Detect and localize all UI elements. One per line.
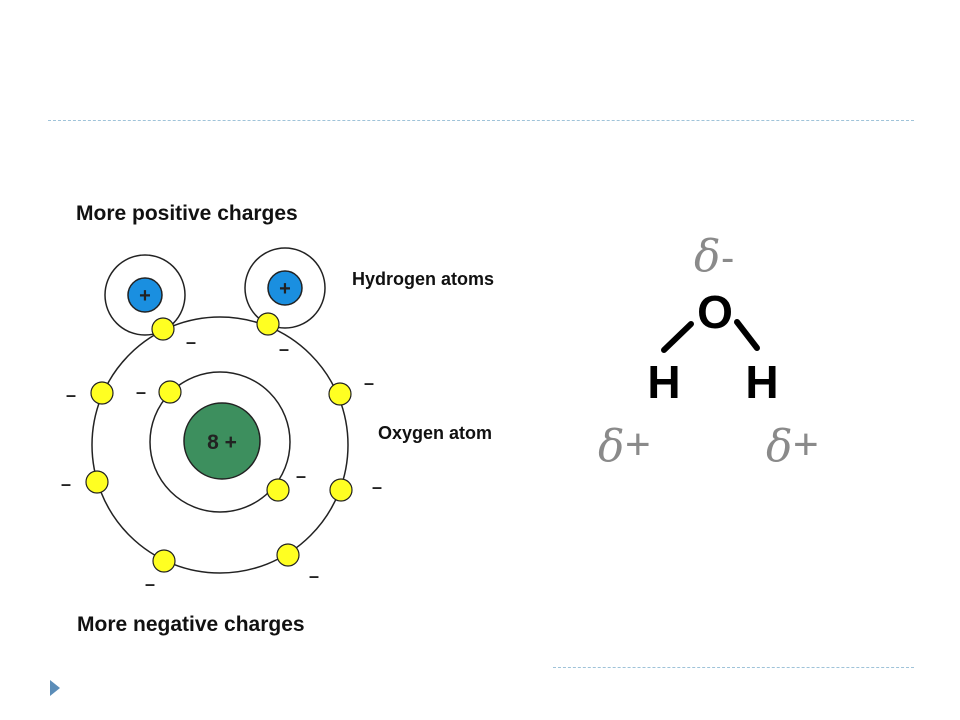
electron-charge: – (186, 332, 196, 352)
electron-charge: – (372, 477, 382, 497)
hydrogen-nucleus (127, 277, 163, 313)
top-divider (48, 120, 914, 121)
hydrogen-atom-left: + (104, 254, 186, 336)
electron (85, 470, 109, 494)
label-more-negative: More negative charges (77, 613, 305, 636)
delta-sign: - (721, 236, 734, 280)
electron (90, 381, 114, 405)
partial-positive-left: δ + (598, 420, 651, 472)
hydrogen-nucleus (267, 270, 303, 306)
electron (328, 382, 352, 406)
electron (151, 317, 175, 341)
electron-charge: – (145, 574, 155, 594)
bullet-arrow-icon (50, 680, 60, 696)
electron-charge: – (296, 466, 306, 486)
electron-charge: – (279, 339, 289, 359)
label-more-positive: More positive charges (76, 202, 298, 225)
delta-symbol: δ (598, 421, 625, 472)
electron-charges: – – – – – – – – – – (61, 332, 382, 594)
electron-charge: – (61, 474, 71, 494)
hydrogen-nucleus-charge: + (279, 278, 291, 300)
oxygen-nucleus-charge: 8 + (207, 431, 237, 454)
oxygen-inner-shell (149, 371, 291, 513)
electron (158, 380, 182, 404)
oxygen-atom: 8 + (91, 316, 349, 574)
electron (276, 543, 300, 567)
hydrogen-symbol-right: H (745, 356, 778, 408)
bond-left (661, 321, 694, 353)
delta-sign: + (793, 420, 819, 469)
delta-symbol: δ (766, 421, 793, 472)
electron-charge: – (66, 385, 76, 405)
delta-symbol: δ (694, 231, 721, 282)
electron-charge: – (309, 566, 319, 586)
partial-negative: δ - (694, 231, 734, 282)
label-hydrogen-atoms: Hydrogen atoms (352, 269, 494, 289)
hydrogen-atom-right: + (244, 247, 326, 329)
bottom-divider (553, 667, 914, 668)
oxygen-nucleus (183, 402, 261, 480)
bond-right (734, 319, 760, 351)
hydrogen-nucleus-charge: + (139, 285, 151, 307)
partial-positive-right: δ + (766, 420, 819, 472)
oxygen-symbol: O (697, 286, 733, 338)
electron-charge: – (136, 382, 146, 402)
hydrogen-shell (104, 254, 186, 336)
hydrogen-shell (244, 247, 326, 329)
electron (266, 478, 290, 502)
electron (329, 478, 353, 502)
label-oxygen-atom: Oxygen atom (378, 423, 492, 443)
water-molecule: δ - O H H δ + δ + (598, 231, 819, 472)
electrons (85, 312, 353, 573)
electron (152, 549, 176, 573)
oxygen-outer-shell (91, 316, 349, 574)
electron (256, 312, 280, 336)
electron-charge: – (364, 373, 374, 393)
delta-sign: + (625, 420, 651, 469)
hydrogen-symbol-left: H (647, 356, 680, 408)
